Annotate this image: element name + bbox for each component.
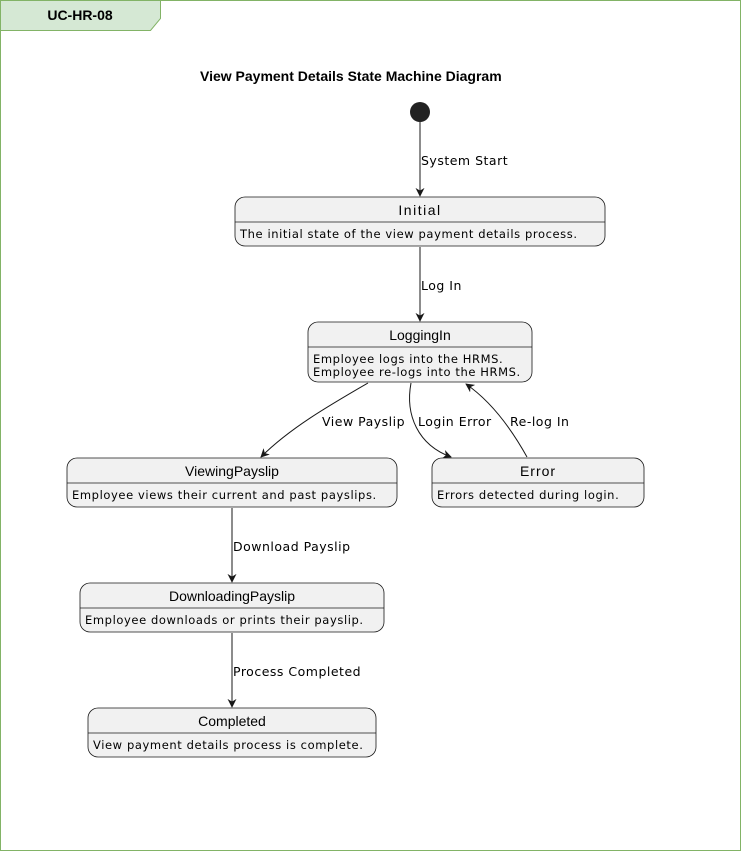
state-viewing-payslip-name: ViewingPayslip <box>185 463 279 479</box>
state-completed-name: Completed <box>198 713 266 729</box>
label-login-error: Login Error <box>418 414 492 429</box>
state-downloading-payslip-desc: Employee downloads or prints their paysl… <box>85 613 364 627</box>
label-view-payslip: View Payslip <box>322 414 405 429</box>
state-initial-desc: The initial state of the view payment de… <box>239 227 578 241</box>
label-download-payslip: Download Payslip <box>233 539 351 554</box>
state-logging-in-desc-2: Employee re-logs into the HRMS. <box>313 365 521 379</box>
state-error-name: Error <box>520 463 556 479</box>
state-logging-in-name: LoggingIn <box>389 327 451 343</box>
label-process-completed: Process Completed <box>233 664 361 679</box>
state-error-desc: Errors detected during login. <box>437 488 619 502</box>
state-error: Error Errors detected during login. <box>431 457 645 508</box>
label-system-start: System Start <box>421 153 508 168</box>
diagram-title: View Payment Details State Machine Diagr… <box>200 68 502 84</box>
diagram-id-label: UC-HR-08 <box>47 7 113 23</box>
state-downloading-payslip: DownloadingPayslip Employee downloads or… <box>79 582 385 633</box>
state-initial: Initial The initial state of the view pa… <box>234 196 606 247</box>
diagram-id-tab <box>0 0 161 31</box>
state-completed: Completed View payment details process i… <box>87 707 377 758</box>
edge-re-log-in <box>465 383 528 458</box>
edge-login-error <box>409 382 452 459</box>
state-viewing-payslip: ViewingPayslip Employee views their curr… <box>66 457 398 508</box>
state-viewing-payslip-desc: Employee views their current and past pa… <box>72 488 377 502</box>
state-initial-name: Initial <box>398 202 441 218</box>
state-downloading-payslip-name: DownloadingPayslip <box>169 588 295 604</box>
label-re-log-in: Re-log In <box>510 414 569 429</box>
state-logging-in: LoggingIn Employee logs into the HRMS. E… <box>307 321 533 383</box>
initial-pseudostate <box>410 102 430 122</box>
label-log-in: Log In <box>421 278 462 293</box>
state-logging-in-desc-1: Employee logs into the HRMS. <box>313 352 503 366</box>
edge-view-payslip <box>260 382 369 458</box>
state-completed-desc: View payment details process is complete… <box>93 738 363 752</box>
